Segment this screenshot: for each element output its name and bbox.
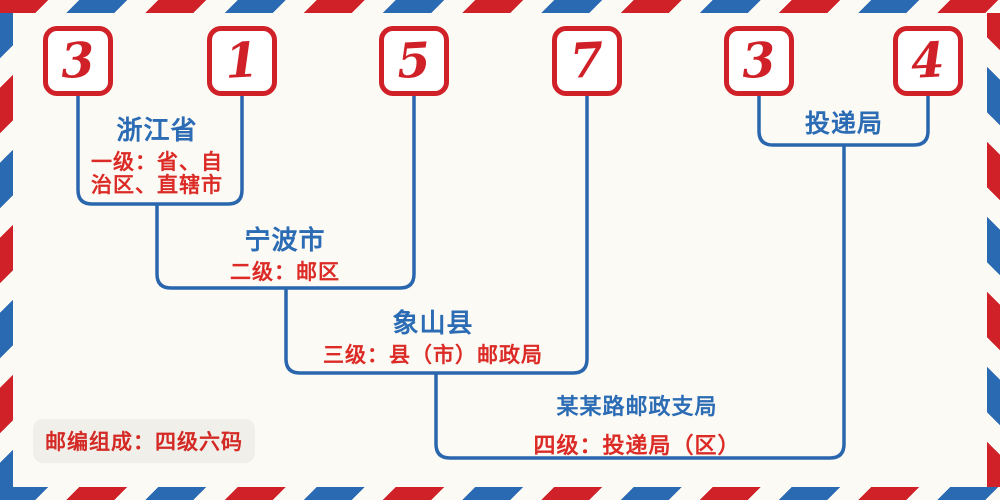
delivery-bureau-title: 投递局 [804, 110, 883, 138]
level-4-title: 某某路邮政支局 [556, 394, 718, 419]
airmail-border-top [0, 0, 1000, 13]
level-2-label: 宁波市 二级：邮区 [175, 220, 395, 284]
digit-value: 3 [59, 32, 97, 90]
digit-value: 3 [740, 32, 778, 90]
bracket-level-1 [76, 94, 244, 206]
digit-value: 4 [909, 32, 947, 90]
digit-box-4: 7 [552, 26, 622, 96]
bracket-level-4 [434, 145, 846, 460]
digit-value: 5 [395, 32, 433, 90]
level-4-label: 某某路邮政支局 四级：投递局（区） [502, 389, 772, 457]
digit-box-1: 3 [43, 26, 113, 96]
airmail-border-left [0, 13, 13, 487]
composition-badge-text: 邮编组成：四级六码 [45, 431, 243, 454]
level-2-desc: 二级：邮区 [230, 261, 340, 284]
digit-box-2: 1 [207, 26, 277, 96]
digit-box-3: 5 [379, 26, 449, 96]
level-3-label: 象山县 三级：县（市）邮政局 [313, 303, 553, 367]
digit-box-6: 4 [893, 26, 963, 96]
airmail-border-bottom [0, 487, 1000, 500]
level-2-title: 宁波市 [244, 225, 326, 255]
delivery-bureau-label: 投递局 [769, 104, 919, 140]
digit-box-5: 3 [724, 26, 794, 96]
level-3-desc: 三级：县（市）邮政局 [323, 344, 543, 367]
composition-badge: 邮编组成：四级六码 [33, 419, 255, 463]
level-1-desc: 一级：省、自 治区、直辖市 [91, 151, 223, 197]
level-1-title: 浙江省 [116, 115, 198, 145]
airmail-border-right [987, 13, 1000, 487]
digit-value: 1 [223, 32, 261, 90]
digit-value: 7 [568, 32, 606, 90]
level-3-title: 象山县 [392, 308, 474, 338]
bracket-delivery [757, 94, 930, 147]
level-4-desc: 四级：投递局（区） [533, 433, 741, 458]
level-1-label: 浙江省 一级：省、自 治区、直辖市 [47, 110, 267, 197]
